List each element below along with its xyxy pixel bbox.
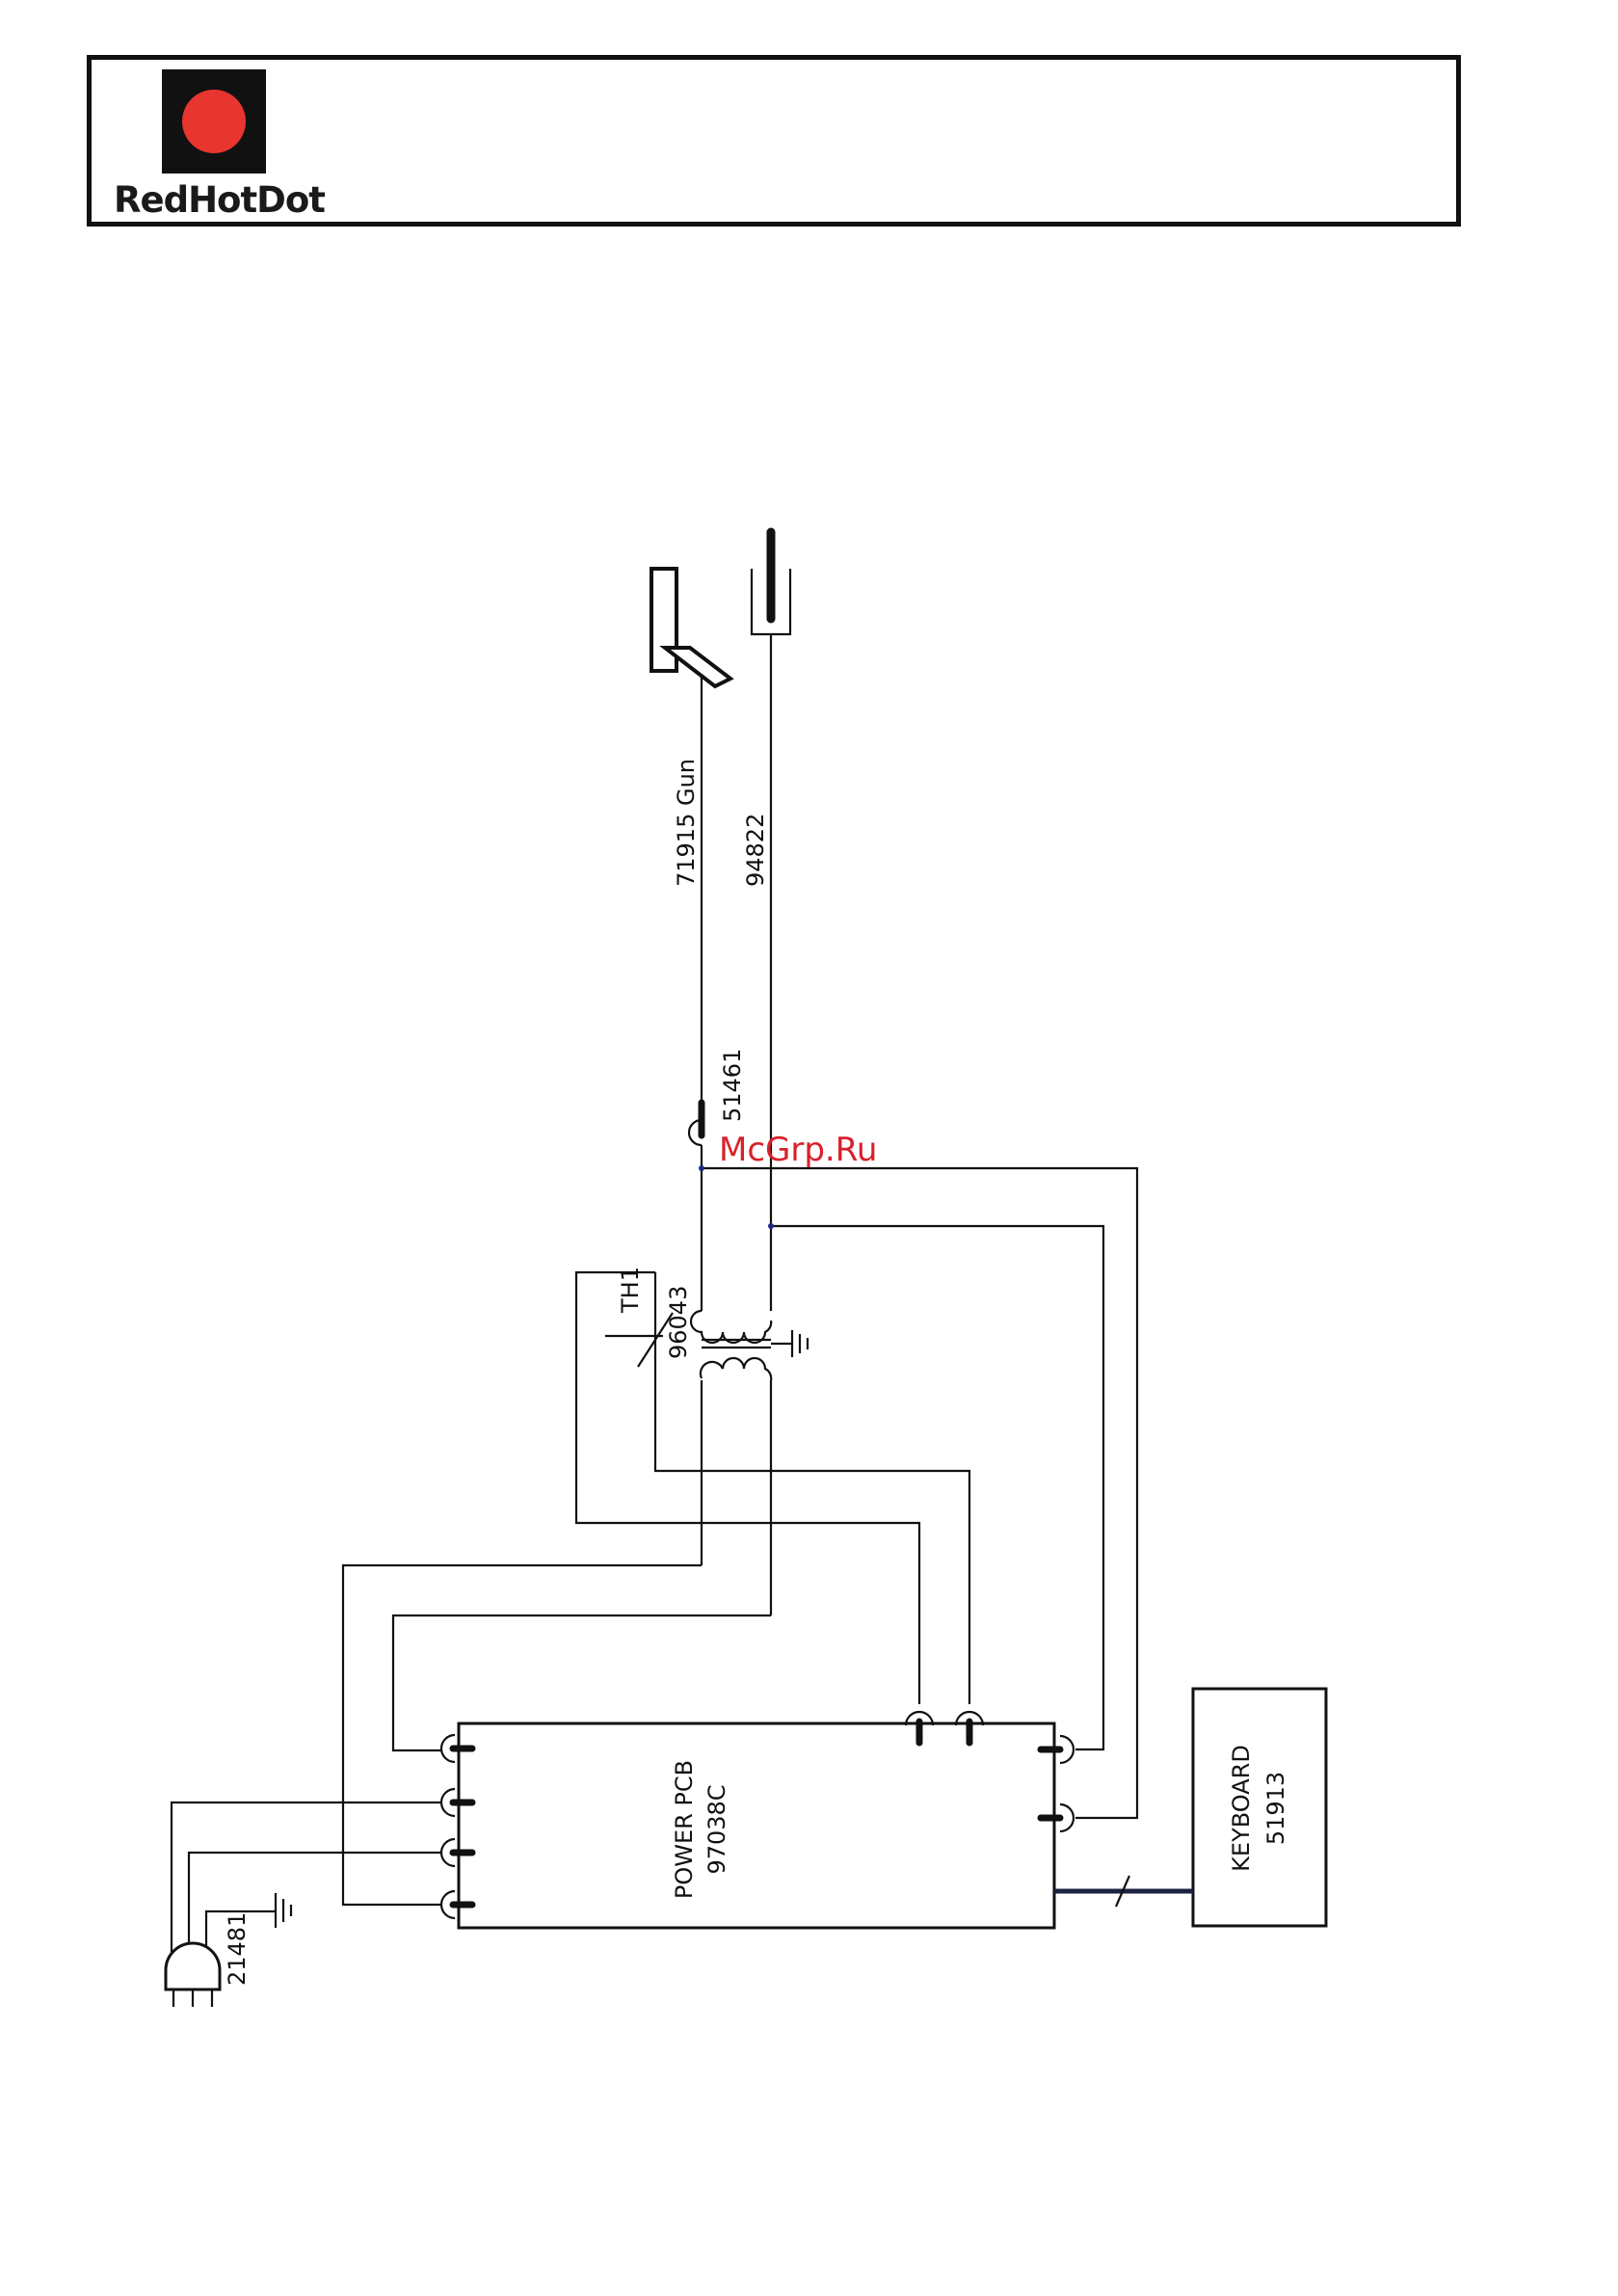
label-51461: 51461 [719, 1049, 746, 1122]
connector-51461 [689, 1103, 702, 1145]
label-gun: 71915 Gun [673, 759, 700, 887]
label-keyboard-code: 51913 [1262, 1772, 1289, 1845]
watermark: McGrp.Ru [719, 1131, 877, 1169]
label-94822: 94822 [742, 814, 769, 887]
electrode-holder-icon [752, 532, 790, 634]
label-transformer: 96043 [665, 1286, 692, 1359]
label-power-pcb-code: 97038C [703, 1784, 730, 1874]
label-plug: 21481 [224, 1912, 251, 1986]
label-power-pcb: POWER PCB [671, 1760, 698, 1899]
thermistor-th1 [576, 1272, 969, 1704]
transformer-96043 [691, 1311, 792, 1380]
keyboard-box [1193, 1689, 1326, 1926]
mains-plug-icon [166, 1943, 220, 2007]
ground-icon [276, 1893, 291, 1928]
label-keyboard: KEYBOARD [1228, 1745, 1255, 1872]
power-pcb-box [459, 1723, 1054, 1928]
ground-icon [792, 1330, 808, 1357]
label-th1: TH1 [617, 1267, 644, 1314]
welding-gun-icon [651, 569, 730, 686]
